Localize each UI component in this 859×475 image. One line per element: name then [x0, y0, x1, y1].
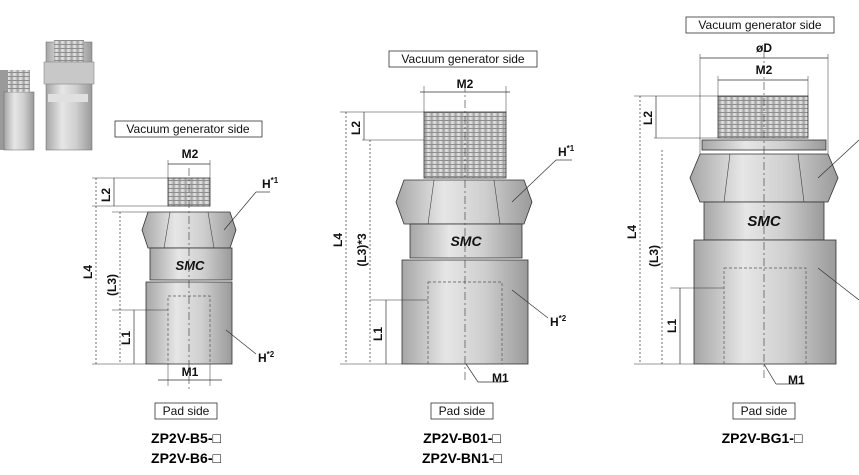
dim-l1-3: L1 — [665, 319, 679, 333]
brand-mark-1: SMC — [176, 258, 206, 273]
dim-l4-3: L4 — [625, 225, 639, 239]
dim-h1-1: H*1 — [262, 176, 279, 191]
dim-l1-2: L1 — [371, 327, 385, 341]
vacuum-side-label-1: Vacuum generator side — [126, 122, 250, 136]
dim-l2-3: L2 — [641, 111, 655, 125]
vacuum-side-label-box-3 — [685, 16, 835, 34]
pad-side-label-2: Pad side — [439, 404, 486, 418]
diagram-2: Vacuum generator side SMC M2 M1 L4 L2 (L… — [331, 50, 575, 466]
product-photo — [0, 40, 95, 151]
dim-m1-3: M1 — [788, 373, 805, 387]
dim-l2-2: L2 — [349, 121, 363, 135]
dim-l1-1: L1 — [119, 331, 133, 345]
vacuum-side-label-3: Vacuum generator side — [698, 18, 822, 32]
dim-od-3: øD — [756, 41, 772, 55]
dim-m1-2: M1 — [492, 371, 509, 385]
dim-m2-3: M2 — [756, 63, 773, 77]
dim-l3-1: (L3) — [105, 274, 119, 296]
vacuum-side-label-box-1 — [114, 120, 263, 138]
pad-side-label-box-1 — [154, 402, 218, 420]
internal-thread-3 — [723, 267, 807, 365]
lower-hex-3 — [693, 239, 837, 365]
brand-mark-2: SMC — [450, 233, 482, 249]
vacuum-side-label-box-2 — [388, 50, 538, 68]
pad-side-label-3: Pad side — [741, 404, 788, 418]
dim-h1-2: H*1 — [558, 144, 575, 159]
pad-side-label-box-3 — [732, 402, 796, 420]
dim-l3-3: (L3) — [647, 245, 661, 267]
model-d2-b: ZP2V-BN1-□ — [422, 450, 503, 466]
hex-nut-2 — [395, 179, 533, 225]
body-band-1 — [149, 247, 233, 281]
model-d1-a: ZP2V-B5-□ — [151, 430, 221, 446]
dim-m1-1: M1 — [182, 365, 199, 379]
dim-m2-1: M2 — [182, 147, 199, 161]
dim-l2-1: L2 — [99, 188, 113, 202]
pad-side-label-box-2 — [430, 402, 494, 420]
pad-side-label-1: Pad side — [163, 404, 210, 418]
model-d1-b: ZP2V-B6-□ — [151, 450, 221, 466]
dim-h2-2: H*2 — [550, 314, 567, 329]
top-thread-3 — [717, 95, 809, 139]
dim-l4-2: L4 — [331, 233, 345, 247]
dim-l3-2: (L3)*3 — [355, 233, 369, 267]
dim-l4-1: L4 — [81, 265, 95, 279]
body-band-2 — [409, 223, 523, 259]
diagram-1: Vacuum generator side SMC M2 — [81, 120, 279, 466]
model-d2-a: ZP2V-B01-□ — [423, 430, 501, 446]
model-d3-a: ZP2V-BG1-□ — [722, 430, 803, 446]
vacuum-side-label-2: Vacuum generator side — [401, 52, 525, 66]
dim-m2-2: M2 — [457, 77, 474, 91]
dim-h2-1: H*2 — [258, 350, 275, 365]
diagram-3: Vacuum generator side SMC øD M2 M1 L4 — [625, 16, 859, 446]
brand-mark-3: SMC — [747, 213, 782, 230]
